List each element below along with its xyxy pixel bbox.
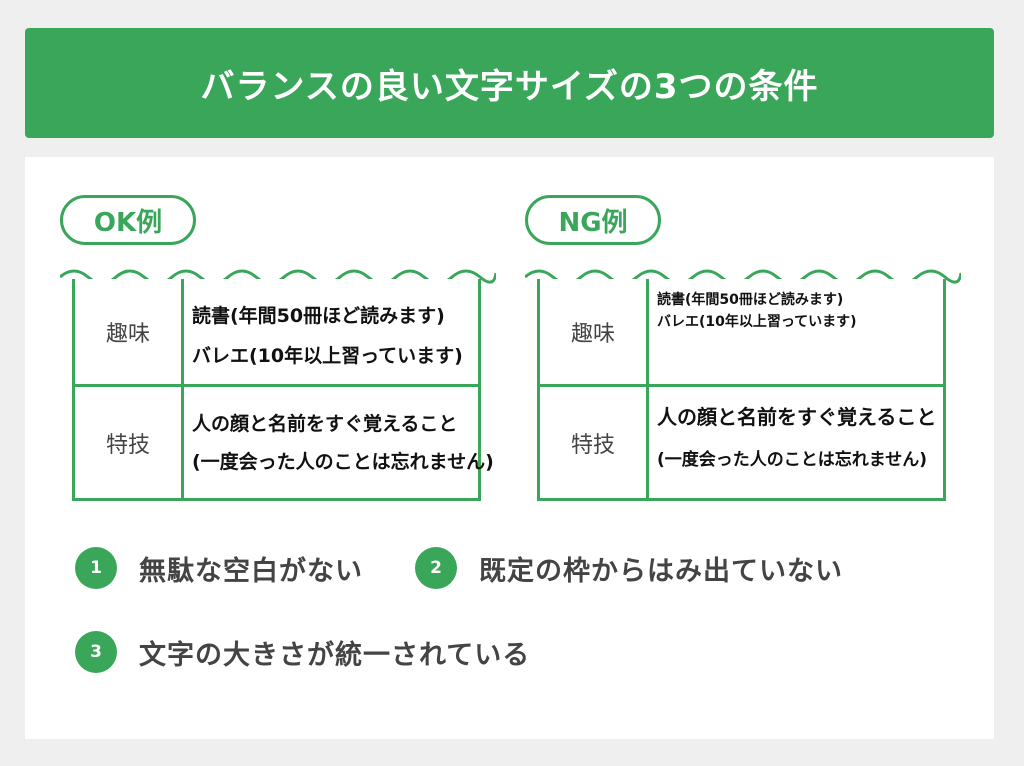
ng-example-label: NG例 bbox=[525, 195, 661, 245]
row-label: 特技 bbox=[540, 387, 649, 499]
row-label: 特技 bbox=[75, 387, 184, 499]
ok-example-panel: 趣味 読書(年間50冊ほど読みます) バレエ(10年以上習っています) 特技 人… bbox=[60, 265, 496, 501]
condition-2: 2 既定の枠からはみ出ていない bbox=[415, 547, 843, 589]
value-line: (一度会った人のことは忘れません) bbox=[657, 450, 928, 470]
row-value: 読書(年間50冊ほど読みます) バレエ(10年以上習っています) bbox=[649, 279, 943, 384]
value-line: 読書(年間50冊ほど読みます) bbox=[657, 292, 844, 308]
condition-3: 3 文字の大きさが統一されている bbox=[75, 631, 530, 673]
value-line: (一度会った人のことは忘れません) bbox=[192, 451, 494, 473]
value-line: 人の顔と名前をすぐ覚えること bbox=[657, 405, 937, 429]
ng-example-panel: 趣味 読書(年間50冊ほど読みます) バレエ(10年以上習っています) 特技 人… bbox=[525, 265, 961, 501]
ok-example-label: OK例 bbox=[60, 195, 196, 245]
condition-text: 文字の大きさが統一されている bbox=[139, 639, 531, 671]
ng-row-hobby: 趣味 読書(年間50冊ほど読みます) バレエ(10年以上習っています) bbox=[540, 279, 943, 387]
condition-1: 1 無駄な空白がない bbox=[75, 547, 363, 589]
row-label: 趣味 bbox=[75, 279, 184, 384]
number-badge: 2 bbox=[415, 547, 457, 589]
row-value: 人の顔と名前をすぐ覚えること (一度会った人のことは忘れません) bbox=[649, 387, 943, 499]
row-label: 趣味 bbox=[540, 279, 649, 384]
title-banner: バランスの良い文字サイズの3つの条件 bbox=[25, 28, 994, 138]
number-badge: 1 bbox=[75, 547, 117, 589]
content-card: OK例 趣味 読書(年間50冊ほど読みます) バレエ(10年以上習っています) … bbox=[25, 157, 994, 739]
value-line: バレエ(10年以上習っています) bbox=[192, 345, 463, 367]
ng-row-skill: 特技 人の顔と名前をすぐ覚えること (一度会った人のことは忘れません) bbox=[540, 387, 943, 499]
condition-text: 既定の枠からはみ出ていない bbox=[479, 555, 843, 587]
value-line: 読書(年間50冊ほど読みます) bbox=[192, 305, 445, 327]
row-value: 読書(年間50冊ほど読みます) バレエ(10年以上習っています) bbox=[184, 279, 478, 384]
value-line: バレエ(10年以上習っています) bbox=[657, 314, 857, 330]
value-line: 人の顔と名前をすぐ覚えること bbox=[192, 413, 458, 435]
ok-row-skill: 特技 人の顔と名前をすぐ覚えること (一度会った人のことは忘れません) bbox=[75, 387, 494, 499]
ok-row-hobby: 趣味 読書(年間50冊ほど読みます) バレエ(10年以上習っています) bbox=[75, 279, 478, 387]
row-value: 人の顔と名前をすぐ覚えること (一度会った人のことは忘れません) bbox=[184, 387, 494, 499]
condition-text: 無駄な空白がない bbox=[139, 555, 363, 587]
page-title: バランスの良い文字サイズの3つの条件 bbox=[200, 66, 819, 107]
number-badge: 3 bbox=[75, 631, 117, 673]
